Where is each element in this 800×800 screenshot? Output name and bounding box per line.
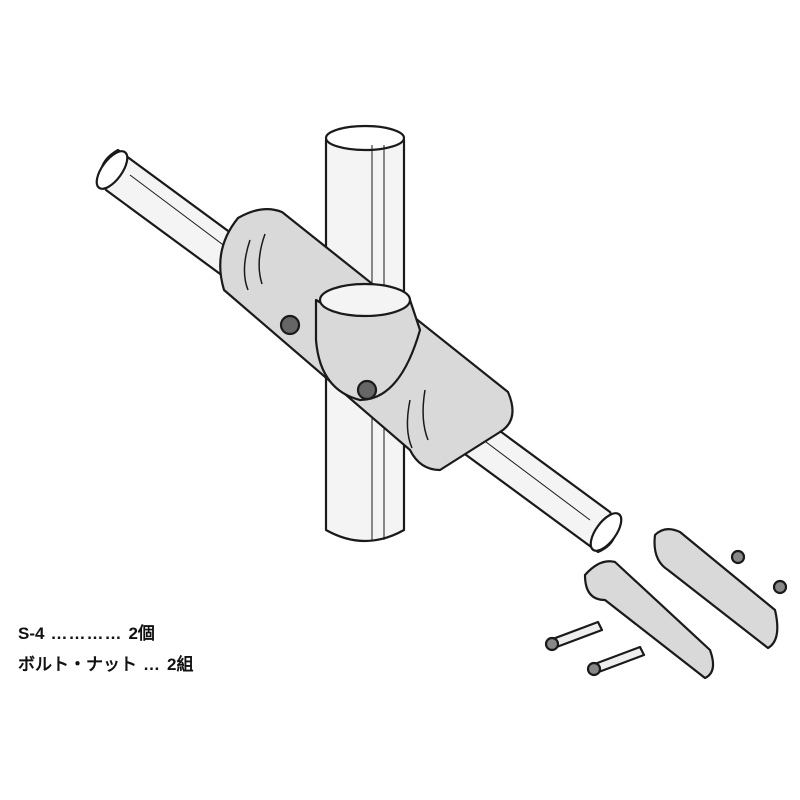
part-quantity: 2組 xyxy=(167,655,194,674)
parts-list: S-4 ………… 2個 ボルト・ナット … 2組 xyxy=(18,618,193,680)
cross-clamp xyxy=(219,207,514,472)
part-name: S-4 xyxy=(18,624,45,643)
parts-list-row: S-4 ………… 2個 xyxy=(18,618,193,649)
part-quantity: 2個 xyxy=(128,624,155,643)
part-name: ボルト・ナット xyxy=(18,655,137,674)
parts-list-row: ボルト・ナット … 2組 xyxy=(18,649,193,680)
leader-dots: … xyxy=(143,655,161,674)
leader-dots: ………… xyxy=(50,624,123,643)
exploded-clamp-parts xyxy=(544,528,788,680)
